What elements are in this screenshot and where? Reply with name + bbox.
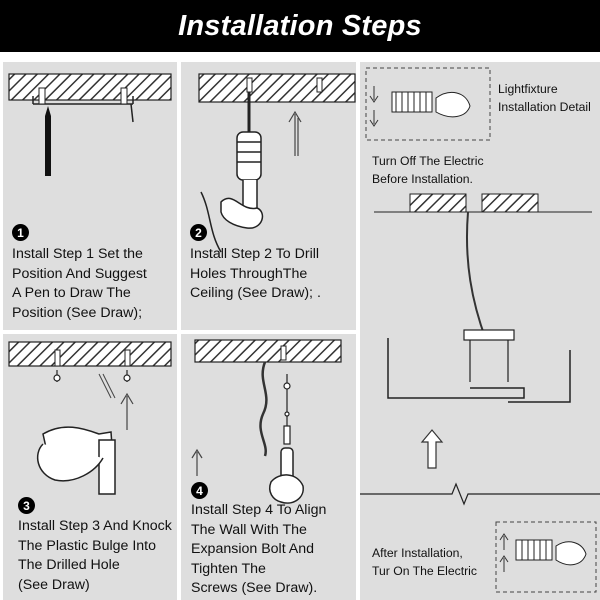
marker-pen [45, 116, 51, 176]
up-arrow-icon [191, 448, 203, 476]
step-3-number-badge: 3 [18, 497, 35, 514]
step-2-text: Install Step 2 To Drill Holes ThroughThe… [190, 246, 321, 301]
lightfixture-label: Lightfixture Installation Detail [498, 82, 591, 114]
up-arrow-icon [120, 392, 134, 430]
power-drill [200, 131, 264, 253]
step-1-number-badge: 1 [12, 224, 29, 241]
mount-bracket [32, 96, 134, 105]
up-arrow-icon [499, 533, 509, 572]
step-1-panel: 1 Install Step 1 Set the Position And Su… [3, 62, 177, 330]
step-4-panel: 4 Install Step 4 To Align The Wall With … [181, 334, 356, 600]
after-installation-note: After Installation, Tur On The Electric [372, 546, 477, 578]
ceiling-plate [409, 193, 467, 213]
step-2-number-badge: 2 [190, 224, 207, 241]
power-cable [259, 361, 268, 457]
plastic-anchor [53, 370, 131, 382]
before-installation-note: Turn Off The Electric Before Installatio… [372, 154, 484, 186]
ceiling-slab [194, 339, 342, 363]
lightfixture-illustration [360, 67, 600, 593]
breaker-box-bottom [495, 521, 597, 593]
step-3-panel: 3 Install Step 3 And Knock The Plastic B… [3, 334, 177, 600]
break-line [360, 482, 600, 506]
ceiling-slab [8, 341, 172, 367]
step-2-panel: 2 Install Step 2 To Drill Holes ThroughT… [181, 62, 356, 330]
ceiling-slab [8, 73, 172, 101]
title-bar: Installation Steps [0, 0, 600, 52]
step-3-text: Install Step 3 And Knock The Plastic Bul… [18, 518, 172, 593]
down-arrow-icon [369, 86, 379, 127]
page-title: Installation Steps [178, 9, 422, 42]
step-4-number-badge: 4 [191, 482, 208, 499]
step-4-text: Install Step 4 To Align The Wall With Th… [191, 502, 327, 596]
screwdriver-hand [269, 447, 304, 504]
ceiling-slab [198, 73, 356, 103]
expansion-bolt [283, 374, 291, 445]
step-3-illustration [8, 341, 172, 495]
up-arrow-icon [420, 429, 444, 469]
breaker-switches-top [391, 91, 471, 118]
hammer-hand [36, 426, 116, 495]
breaker-switches-bottom [515, 539, 587, 566]
step-4-illustration [191, 339, 342, 504]
step-1-text: Install Step 1 Set the Position And Sugg… [12, 246, 147, 321]
step-2-illustration [198, 73, 356, 253]
linear-light-fixture [387, 338, 571, 403]
step-1-illustration [8, 73, 172, 176]
up-arrow-icon [288, 110, 302, 156]
ceiling-cable [465, 211, 487, 341]
fixture-canopy [463, 329, 515, 382]
lightfixture-detail-panel: Lightfixture Installation Detail Turn Of… [360, 62, 600, 600]
